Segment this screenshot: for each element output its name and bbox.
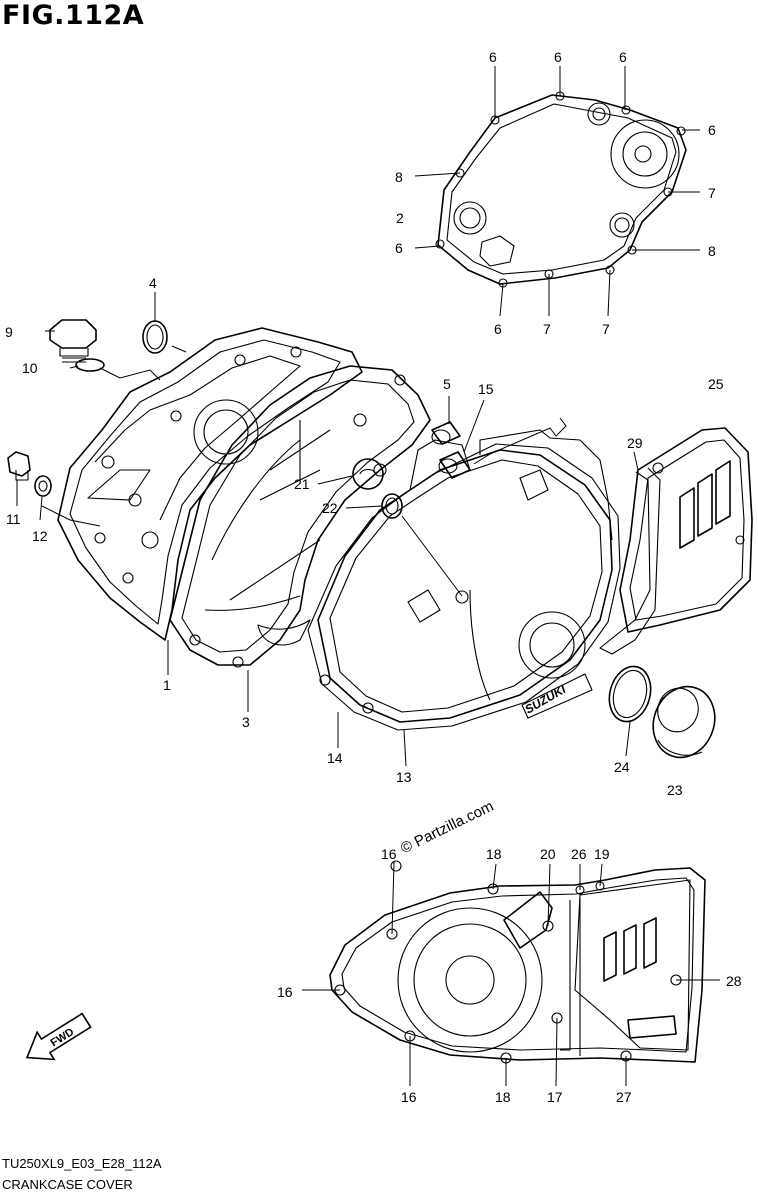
- callout-7: 7: [602, 321, 610, 337]
- callout-15: 15: [478, 381, 494, 397]
- callout-10: 10: [22, 360, 38, 376]
- figure-title: FIG.112A: [2, 0, 145, 31]
- callout-14: 14: [327, 750, 343, 766]
- callout-17: 17: [547, 1089, 563, 1105]
- callout-16: 16: [277, 984, 293, 1000]
- callout-29: 29: [627, 435, 643, 451]
- callout-3: 3: [242, 714, 250, 730]
- callout-11: 11: [6, 511, 21, 527]
- callout-25: 25: [708, 376, 724, 392]
- callout-12: 12: [32, 528, 48, 544]
- clutch-cover-part-2: [435, 91, 687, 288]
- dowel-part-15: [438, 451, 471, 479]
- forward-arrow-icon: FWD: [25, 1012, 92, 1061]
- callout-7: 7: [543, 321, 551, 337]
- callout-13: 13: [396, 769, 412, 785]
- callout-6: 6: [554, 49, 562, 65]
- callout-26: 26: [571, 846, 587, 862]
- callout-28: 28: [726, 973, 742, 989]
- callout-6: 6: [619, 49, 627, 65]
- callout-1: 1: [163, 677, 171, 693]
- callout-23: 23: [667, 782, 683, 798]
- drain-plug-part-11: [7, 451, 31, 481]
- grommet-part-23: [652, 685, 716, 759]
- washer-part-12: [34, 475, 52, 497]
- callout-8: 8: [708, 243, 716, 259]
- callout-21: 21: [294, 476, 310, 492]
- figure-code: TU250XL9_E03_E28_112A: [2, 1156, 162, 1171]
- side-cover-part-25: [599, 427, 753, 655]
- callout-24: 24: [614, 759, 630, 775]
- crankcase-cover-part-3: [169, 365, 431, 668]
- callout-6: 6: [489, 49, 497, 65]
- callout-5: 5: [443, 376, 451, 392]
- callout-19: 19: [594, 846, 610, 862]
- callout-16: 16: [381, 846, 397, 862]
- gasket-part-14: [307, 443, 621, 731]
- callout-20: 20: [540, 846, 556, 862]
- callout-4: 4: [149, 275, 157, 291]
- plug-part-21: [352, 458, 384, 490]
- figure-name: CRANKCASE COVER: [2, 1177, 133, 1192]
- callout-6: 6: [708, 122, 716, 138]
- dowel-part-5: [431, 421, 461, 445]
- crankcase-cover-part-1: [57, 327, 363, 641]
- callout-numbers: 6 6 6 6 7 8 2 6 8 6 7 7 4 9 10 11 12 5 1…: [5, 49, 742, 1105]
- callout-22: 22: [322, 500, 338, 516]
- callout-18: 18: [486, 846, 502, 862]
- filler-cap-part-9: [49, 319, 97, 363]
- callout-16: 16: [401, 1089, 417, 1105]
- callout-8: 8: [395, 169, 403, 185]
- oil-seal-part-4: [142, 320, 168, 354]
- callout-9: 9: [5, 324, 13, 340]
- callout-6: 6: [494, 321, 502, 337]
- callout-7: 7: [708, 185, 716, 201]
- o-ring-part-10: [75, 358, 105, 372]
- callout-2: 2: [396, 210, 404, 226]
- o-ring-part-24: [608, 665, 652, 723]
- callout-18: 18: [495, 1089, 511, 1105]
- magneto-cover-part-13: SUZUKI: [317, 429, 613, 723]
- leader-lines: [16, 66, 720, 1087]
- callout-27: 27: [616, 1089, 632, 1105]
- assembled-cover-view: [329, 860, 706, 1064]
- callout-6: 6: [395, 240, 403, 256]
